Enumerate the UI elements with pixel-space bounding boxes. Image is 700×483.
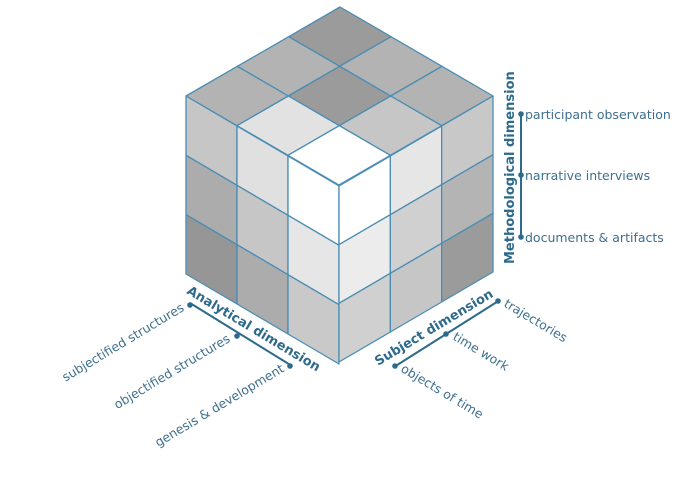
methodological-dot-1 [518, 111, 524, 117]
subject-item-1: trajectories [501, 296, 570, 345]
methodological-title: Methodological dimension [503, 71, 518, 264]
methodological-item-2: narrative interviews [525, 168, 650, 183]
subject-item-2: time work [450, 329, 512, 374]
cube-right-face-cell [441, 212, 494, 303]
analytical-dot-3 [287, 363, 293, 369]
analytical-axis-line [189, 302, 293, 367]
analytical-dot-1 [187, 302, 193, 308]
subject-item-3: objects of time [398, 361, 486, 422]
subject-dot-3 [392, 363, 398, 369]
cube-top-face-cell [287, 125, 391, 186]
subject-dot-1 [495, 298, 501, 304]
cube-left-face-cell [287, 274, 340, 365]
rubik-cube [185, 6, 494, 365]
subject-dot-2 [443, 331, 449, 337]
methodological-item-1: participant observation [525, 107, 671, 122]
methodological-dimension: Methodological dimension participant obs… [503, 71, 671, 264]
analytical-dot-2 [234, 333, 240, 339]
methodological-dot-3 [518, 234, 524, 240]
methodological-dot-2 [518, 172, 524, 178]
methodological-item-3: documents & artifacts [525, 230, 664, 245]
